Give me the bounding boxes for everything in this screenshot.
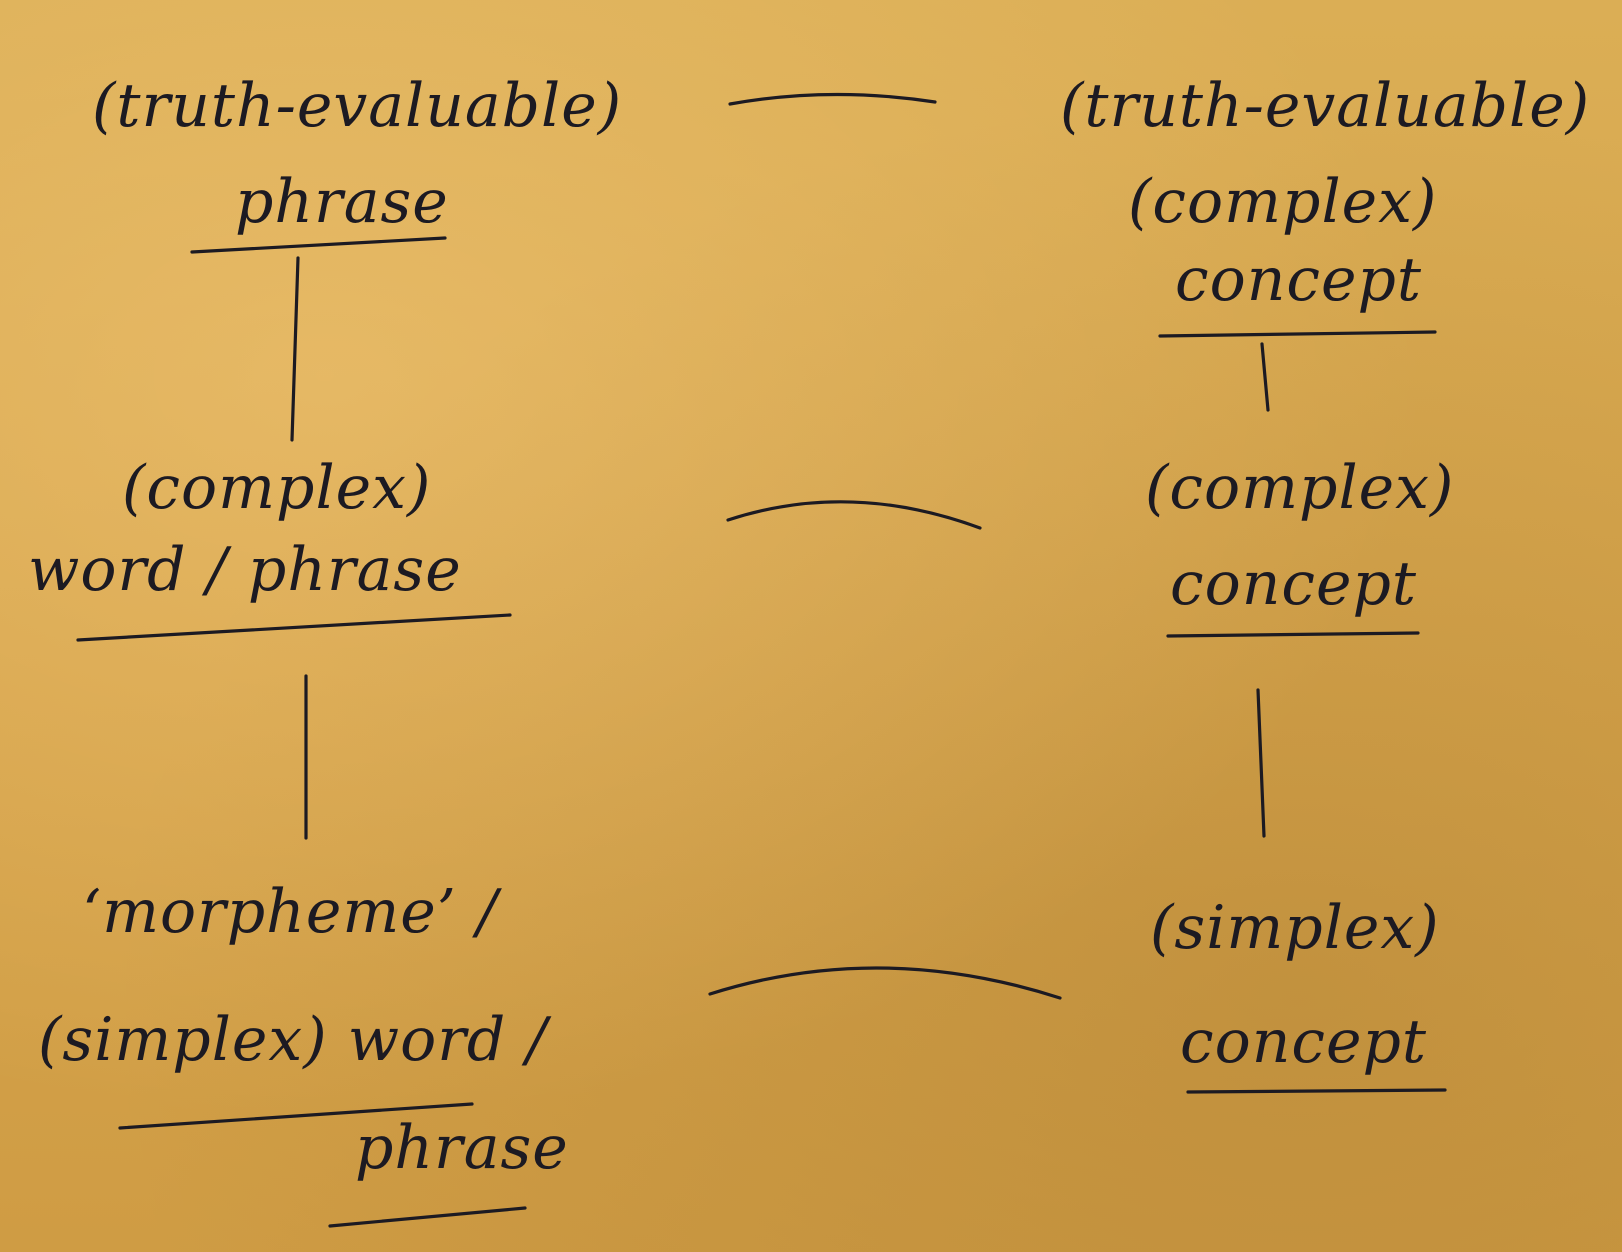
node-bottom-left-line1: ‘morpheme’ / [82, 877, 499, 947]
vline-left-1 [290, 256, 300, 442]
underline-bottom-left-2 [328, 1206, 527, 1228]
node-bottom-left-line3: phrase [355, 1113, 569, 1183]
node-mid-left-line2: word / phrase [28, 535, 462, 605]
node-bottom-right-line1: (simplex) [1150, 893, 1440, 963]
node-mid-left-line1: (complex) [122, 453, 432, 523]
underline-top-left [190, 236, 447, 254]
underline-bottom-left [118, 1102, 474, 1130]
node-top-right-line3: concept [1175, 245, 1422, 315]
node-top-right-line2: (complex) [1128, 167, 1438, 237]
link-top [728, 92, 937, 106]
vline-right-1 [1260, 342, 1270, 412]
node-bottom-left-line2: (simplex) word / [38, 1005, 548, 1075]
link-bottom [708, 966, 1062, 1000]
underline-top-right [1158, 330, 1437, 338]
node-top-left-line1: (truth-evaluable) [92, 71, 623, 141]
node-bottom-right-line2: concept [1180, 1007, 1427, 1077]
node-mid-right-line1: (complex) [1145, 453, 1455, 523]
link-mid [726, 500, 982, 530]
underline-mid-left [76, 613, 512, 642]
underline-mid-right [1166, 631, 1420, 638]
node-mid-right-line2: concept [1170, 549, 1417, 619]
underline-bottom-right [1186, 1088, 1447, 1094]
vline-right-2 [1256, 688, 1266, 838]
node-top-left-line2: phrase [235, 167, 449, 237]
node-top-right-line1: (truth-evaluable) [1060, 71, 1591, 141]
